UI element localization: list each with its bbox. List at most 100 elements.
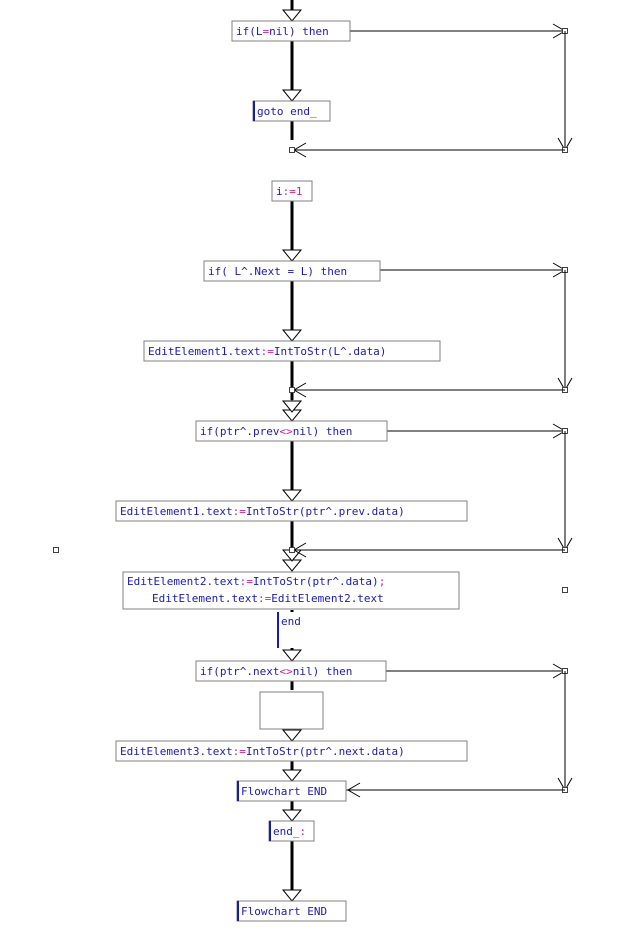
if_l_nil-token-5: then <box>302 25 329 38</box>
edit2_line1-token-0: EditElement2.text <box>127 575 240 588</box>
if_ptr_next-text: if(ptr^.next<>nil) then <box>200 665 352 678</box>
if_l_next-token-1: L^.Next = L) <box>228 265 321 278</box>
if-l-nil-block: if(L=nil) then <box>231 20 351 42</box>
if_l_next-token-2: then <box>321 265 348 278</box>
edit1_prev-box <box>115 500 468 522</box>
spine-arrowhead-7 <box>281 649 303 662</box>
end-keyword-text: end <box>281 615 301 628</box>
i_assign-token-0: i <box>276 185 283 198</box>
edit2_line2-token-1: := <box>258 592 272 605</box>
spine-arrowhead-9 <box>281 809 303 822</box>
if_ptr_next-token-5: then <box>326 665 353 678</box>
edit3_next-token-1: := <box>233 745 247 758</box>
flowchart-end-2-block: Flowchart END <box>236 900 347 922</box>
if_l_nil-token-1: L <box>256 25 263 38</box>
edit2_line2-token-2: EditElement2.text <box>271 592 384 605</box>
edit3_next-box <box>115 740 468 762</box>
spine-arrowhead-8 <box>281 729 303 742</box>
edit1_prev-token-0: EditElement1.text <box>120 505 233 518</box>
flowchart_end_1-accent-bar <box>237 781 239 801</box>
if_ptr_next-token-1: ptr^.next <box>220 665 280 678</box>
goto_end-token-0: goto end_ <box>257 105 317 118</box>
end-accent-bar <box>277 612 279 648</box>
edit1_l-token-3: (L^.data) <box>327 345 387 358</box>
edit1_prev-token-2: IntToStr <box>246 505 299 518</box>
edit2_line1-token-3: (ptr^.data) <box>306 575 379 588</box>
if_ptr_next-token-0: if( <box>200 665 220 678</box>
edit1_prev-token-1: := <box>233 505 247 518</box>
if_l_nil-token-0: if( <box>236 25 256 38</box>
stray-handle-left <box>53 547 59 553</box>
if_l_nil-box <box>231 20 351 42</box>
if-ptr-next-block: if(ptr^.next<>nil) then <box>195 660 387 682</box>
flowchart_end_2-text: Flowchart END <box>241 905 327 918</box>
edit1_l-token-0: EditElement1.text <box>148 345 261 358</box>
if_l_next-token-0: if( <box>208 265 228 278</box>
i_assign-token-1: := <box>283 185 297 198</box>
if-l-next-block: if( L^.Next = L) then <box>203 260 381 282</box>
stray-handle-right <box>562 587 568 593</box>
if_ptr_prev-token-5: then <box>326 425 353 438</box>
edit3_next-token-3: (ptr^.next.data) <box>299 745 405 758</box>
if_ptr_next-token-2: <> <box>279 665 293 678</box>
if_ptr_prev-text: if(ptr^.prev<>nil) then <box>200 425 352 438</box>
if_ptr_prev-token-0: if( <box>200 425 220 438</box>
if_ptr_prev-box <box>195 420 388 442</box>
edit2-line1-text: EditElement2.text:=IntToStr(ptr^.data); <box>127 575 385 588</box>
if_l_nil-token-3: nil <box>269 25 289 38</box>
spine-arrowhead-end <box>281 769 303 782</box>
edit3_next-token-2: IntToStr <box>246 745 299 758</box>
branch4-return-arrow <box>347 782 361 798</box>
if_ptr_next-token-4: ) <box>313 665 326 678</box>
edit1_l-box <box>143 340 441 362</box>
connector-handle <box>289 147 295 153</box>
edit2_line1-token-4: ; <box>379 575 386 588</box>
spine-arrowhead-5 <box>281 489 303 502</box>
connector-handle <box>289 387 295 393</box>
goto-end-block: goto end_ <box>252 100 331 122</box>
empty-block <box>259 691 324 730</box>
if_ptr_prev-token-1: ptr^.prev <box>220 425 280 438</box>
end_label-token-0: end_ <box>273 825 300 838</box>
edit2_line1-token-1: := <box>240 575 254 588</box>
if_ptr_prev-token-2: <> <box>279 425 293 438</box>
i_assign-token-2: 1 <box>296 185 303 198</box>
edit1_prev-text: EditElement1.text:=IntToStr(ptr^.prev.da… <box>120 505 405 518</box>
i_assign-text: i:=1 <box>276 185 303 198</box>
end-keyword-block: end <box>277 612 307 648</box>
edit2-box <box>122 571 460 610</box>
edit2-block: EditElement2.text:=IntToStr(ptr^.data);E… <box>122 571 460 610</box>
edit1_l-text: EditElement1.text:=IntToStr(L^.data) <box>148 345 386 358</box>
spine-arrowhead-2 <box>281 249 303 262</box>
edit1-l-block: EditElement1.text:=IntToStr(L^.data) <box>143 340 441 362</box>
connector-handle <box>289 547 295 553</box>
edit3-next-block: EditElement3.text:=IntToStr(ptr^.next.da… <box>115 740 468 762</box>
if_ptr_prev-token-4: ) <box>313 425 326 438</box>
edit1_prev-token-3: (ptr^.prev.data) <box>299 505 405 518</box>
flowchart_end_1-token-0: Flowchart END <box>241 785 327 798</box>
if_ptr_next-box <box>195 660 387 682</box>
spine-arrowhead-merge-1 <box>281 400 303 413</box>
flowchart_end_2-token-0: Flowchart END <box>241 905 327 918</box>
i-assign-block: i:=1 <box>271 180 313 202</box>
spine-arrowhead-10 <box>281 889 303 902</box>
end-bg <box>279 612 307 626</box>
end_label-text: end_: <box>273 825 306 838</box>
end_kw-token-0: end <box>281 615 301 628</box>
i_assign-box <box>271 180 313 202</box>
edit2_line1-token-2: IntToStr <box>253 575 306 588</box>
edit3_next-text: EditElement3.text:=IntToStr(ptr^.next.da… <box>120 745 405 758</box>
if-ptr-prev-block: if(ptr^.prev<>nil) then <box>195 420 388 442</box>
if_l_nil-token-4: ) <box>289 25 302 38</box>
empty-box <box>259 691 324 730</box>
end_label-token-1: : <box>300 825 307 838</box>
edit1_l-token-2: IntToStr <box>274 345 327 358</box>
spine-arrowhead-1 <box>281 89 303 102</box>
edit1-prev-block: EditElement1.text:=IntToStr(ptr^.prev.da… <box>115 500 468 522</box>
if_ptr_prev-token-3: nil <box>293 425 313 438</box>
edit1_l-token-1: := <box>261 345 275 358</box>
if_l_nil-token-2: = <box>263 25 270 38</box>
edit2_line2-token-0: EditElement.text <box>152 592 258 605</box>
